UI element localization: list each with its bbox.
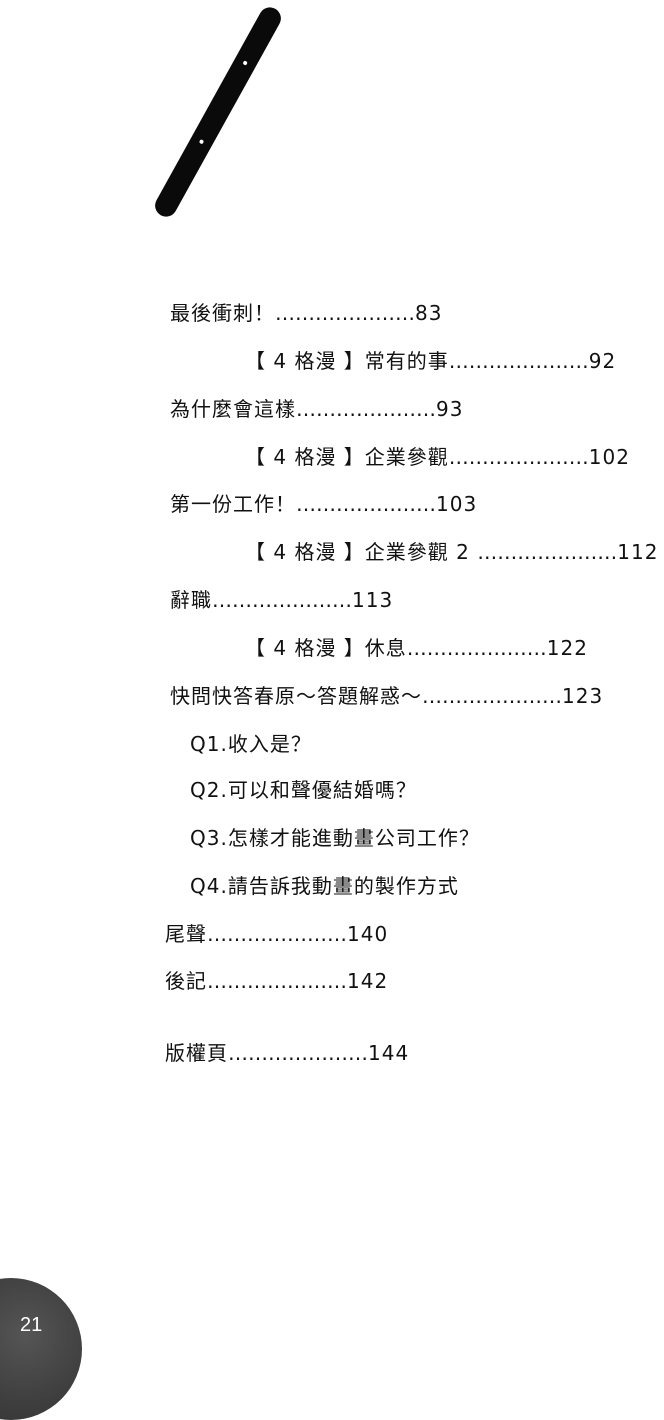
toc-leader: ………………… (296, 397, 436, 421)
toc-page: 93 (436, 397, 464, 421)
toc-entry: 【 4 格漫 】常有的事…………………92 (245, 348, 616, 374)
toc-leader: ………………… (228, 1041, 368, 1065)
toc-entry: 快問快答春原～答題解惑～…………………123 (170, 683, 603, 709)
toc-leader: ………………… (207, 922, 347, 946)
toc-title: Q4.請告訴我動畫的製作方式 (190, 874, 459, 898)
page-number-badge (0, 1278, 82, 1420)
toc-title: 版權頁 (165, 1041, 228, 1065)
page-number: 21 (20, 1314, 43, 1336)
toc-leader: ………………… (296, 492, 436, 516)
toc-title: 【 4 格漫 】企業參觀 2 (245, 540, 478, 564)
toc-title: Q1.收入是？ (190, 732, 312, 756)
toc-entry: 第一份工作！…………………103 (170, 491, 477, 517)
toc-page: 92 (588, 349, 617, 373)
toc-title: 尾聲 (165, 922, 207, 946)
toc-leader: ………………… (422, 684, 562, 708)
toc-page: 102 (588, 445, 630, 469)
toc-entry: 為什麼會這樣…………………93 (170, 396, 463, 422)
toc-entry: 後記…………………142 (165, 968, 388, 994)
toc-title: 快問快答春原～答題解惑～ (170, 684, 422, 708)
toc-title: 辭職 (170, 588, 212, 612)
toc-subentry: Q1.收入是？ (190, 731, 312, 757)
toc-page: 103 (436, 492, 478, 516)
toc-title: 第一份工作！ (170, 492, 296, 516)
toc-title: 【 4 格漫 】休息 (245, 636, 407, 660)
toc-title: 【 4 格漫 】常有的事 (245, 349, 449, 373)
toc-title: Q3.怎樣才能進動畫公司工作？ (190, 826, 480, 850)
toc-page: 123 (562, 684, 604, 708)
toc-title: Q2.可以和聲優結婚嗎？ (190, 778, 417, 802)
toc-leader: ………………… (275, 301, 415, 325)
toc-entry: 【 4 格漫 】企業參觀 2 …………………112 (245, 539, 658, 565)
toc-page: 83 (415, 301, 443, 325)
toc-subentry: Q4.請告訴我動畫的製作方式 (190, 873, 459, 899)
toc-subentry: Q2.可以和聲優結婚嗎？ (190, 777, 417, 803)
toc-page: 144 (368, 1041, 410, 1065)
toc-subentry: Q3.怎樣才能進動畫公司工作？ (190, 825, 480, 851)
toc-leader: ………………… (212, 588, 352, 612)
toc-title: 最後衝刺！ (170, 301, 275, 325)
toc-entry: 版權頁…………………144 (165, 1040, 409, 1066)
toc-title: 後記 (165, 969, 207, 993)
toc-title: 【 4 格漫 】企業參觀 (245, 445, 449, 469)
toc-page: 113 (352, 588, 394, 612)
toc-title: 為什麼會這樣 (170, 397, 296, 421)
toc-page: 140 (347, 922, 389, 946)
toc-page: 142 (347, 969, 389, 993)
toc-entry: 【 4 格漫 】企業參觀…………………102 (245, 444, 630, 470)
toc-leader: ………………… (477, 540, 618, 564)
toc-entry: 辭職…………………113 (170, 587, 393, 613)
toc-leader: ………………… (448, 445, 589, 469)
toc-page: 122 (546, 636, 588, 660)
toc-entry: 尾聲…………………140 (165, 921, 388, 947)
decorative-slash-bar (151, 3, 285, 221)
bar-dot (242, 60, 248, 66)
toc-leader: ………………… (207, 969, 347, 993)
toc-leader: ………………… (448, 349, 589, 373)
bar-dot (198, 139, 205, 145)
toc-entry: 【 4 格漫 】休息…………………122 (245, 635, 588, 661)
toc-leader: ………………… (406, 636, 547, 660)
toc-page: 112 (617, 540, 659, 564)
toc-entry: 最後衝刺！…………………83 (170, 300, 442, 326)
